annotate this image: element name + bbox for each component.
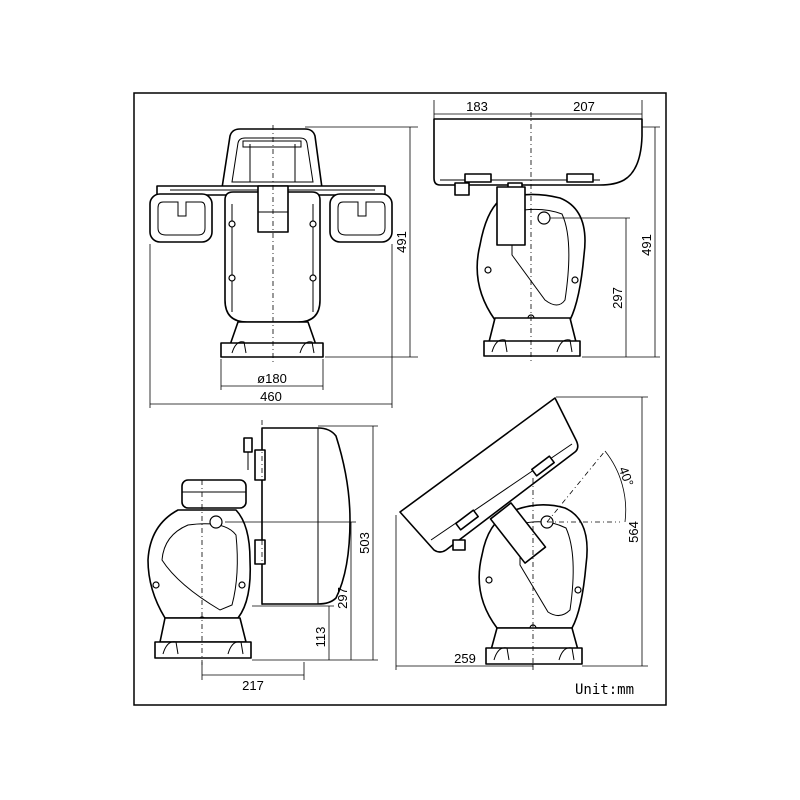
rear-height-label: 503: [357, 532, 372, 554]
drawing-frame: [133, 92, 667, 706]
side-dimensions: 183 207 491 297: [433, 99, 660, 358]
front-height-label: 491: [394, 231, 409, 253]
side-view: [433, 112, 643, 362]
tilted-depth-label: 259: [454, 651, 476, 666]
tilted-angle-label: 40°: [616, 465, 637, 489]
unit-label: Unit:mm: [575, 682, 634, 698]
tilted-dimensions: 40° 564 259: [395, 396, 648, 670]
tilted-height-label: 564: [626, 521, 641, 543]
front-view: [149, 125, 393, 365]
front-base-diameter-label: ø180: [257, 371, 287, 386]
side-pivot-height-label: 297: [610, 287, 625, 309]
rear-pivot-height-label: 297: [335, 587, 350, 609]
tilted-view: [399, 397, 627, 670]
rear-depth-label: 217: [242, 678, 264, 693]
front-dimensions: 491 ø180 460: [149, 126, 418, 408]
side-height-label: 491: [639, 234, 654, 256]
side-right-label: 207: [573, 99, 595, 114]
front-width-label: 460: [260, 389, 282, 404]
rear-view: [147, 420, 351, 665]
rear-dimensions: 503 297 113 217: [201, 425, 378, 693]
side-left-label: 183: [466, 99, 488, 114]
rear-base-height-label: 113: [313, 627, 328, 648]
